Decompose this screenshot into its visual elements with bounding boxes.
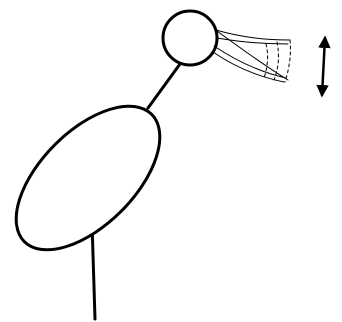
body-ellipse	[14, 104, 162, 252]
dashed-motion-lines	[263, 39, 291, 83]
double-headed-vertical-arrow	[316, 35, 331, 98]
head-circle	[161, 9, 219, 67]
beak-lines	[212, 29, 291, 83]
leg-line	[90, 220, 97, 321]
neck-line	[146, 62, 182, 110]
